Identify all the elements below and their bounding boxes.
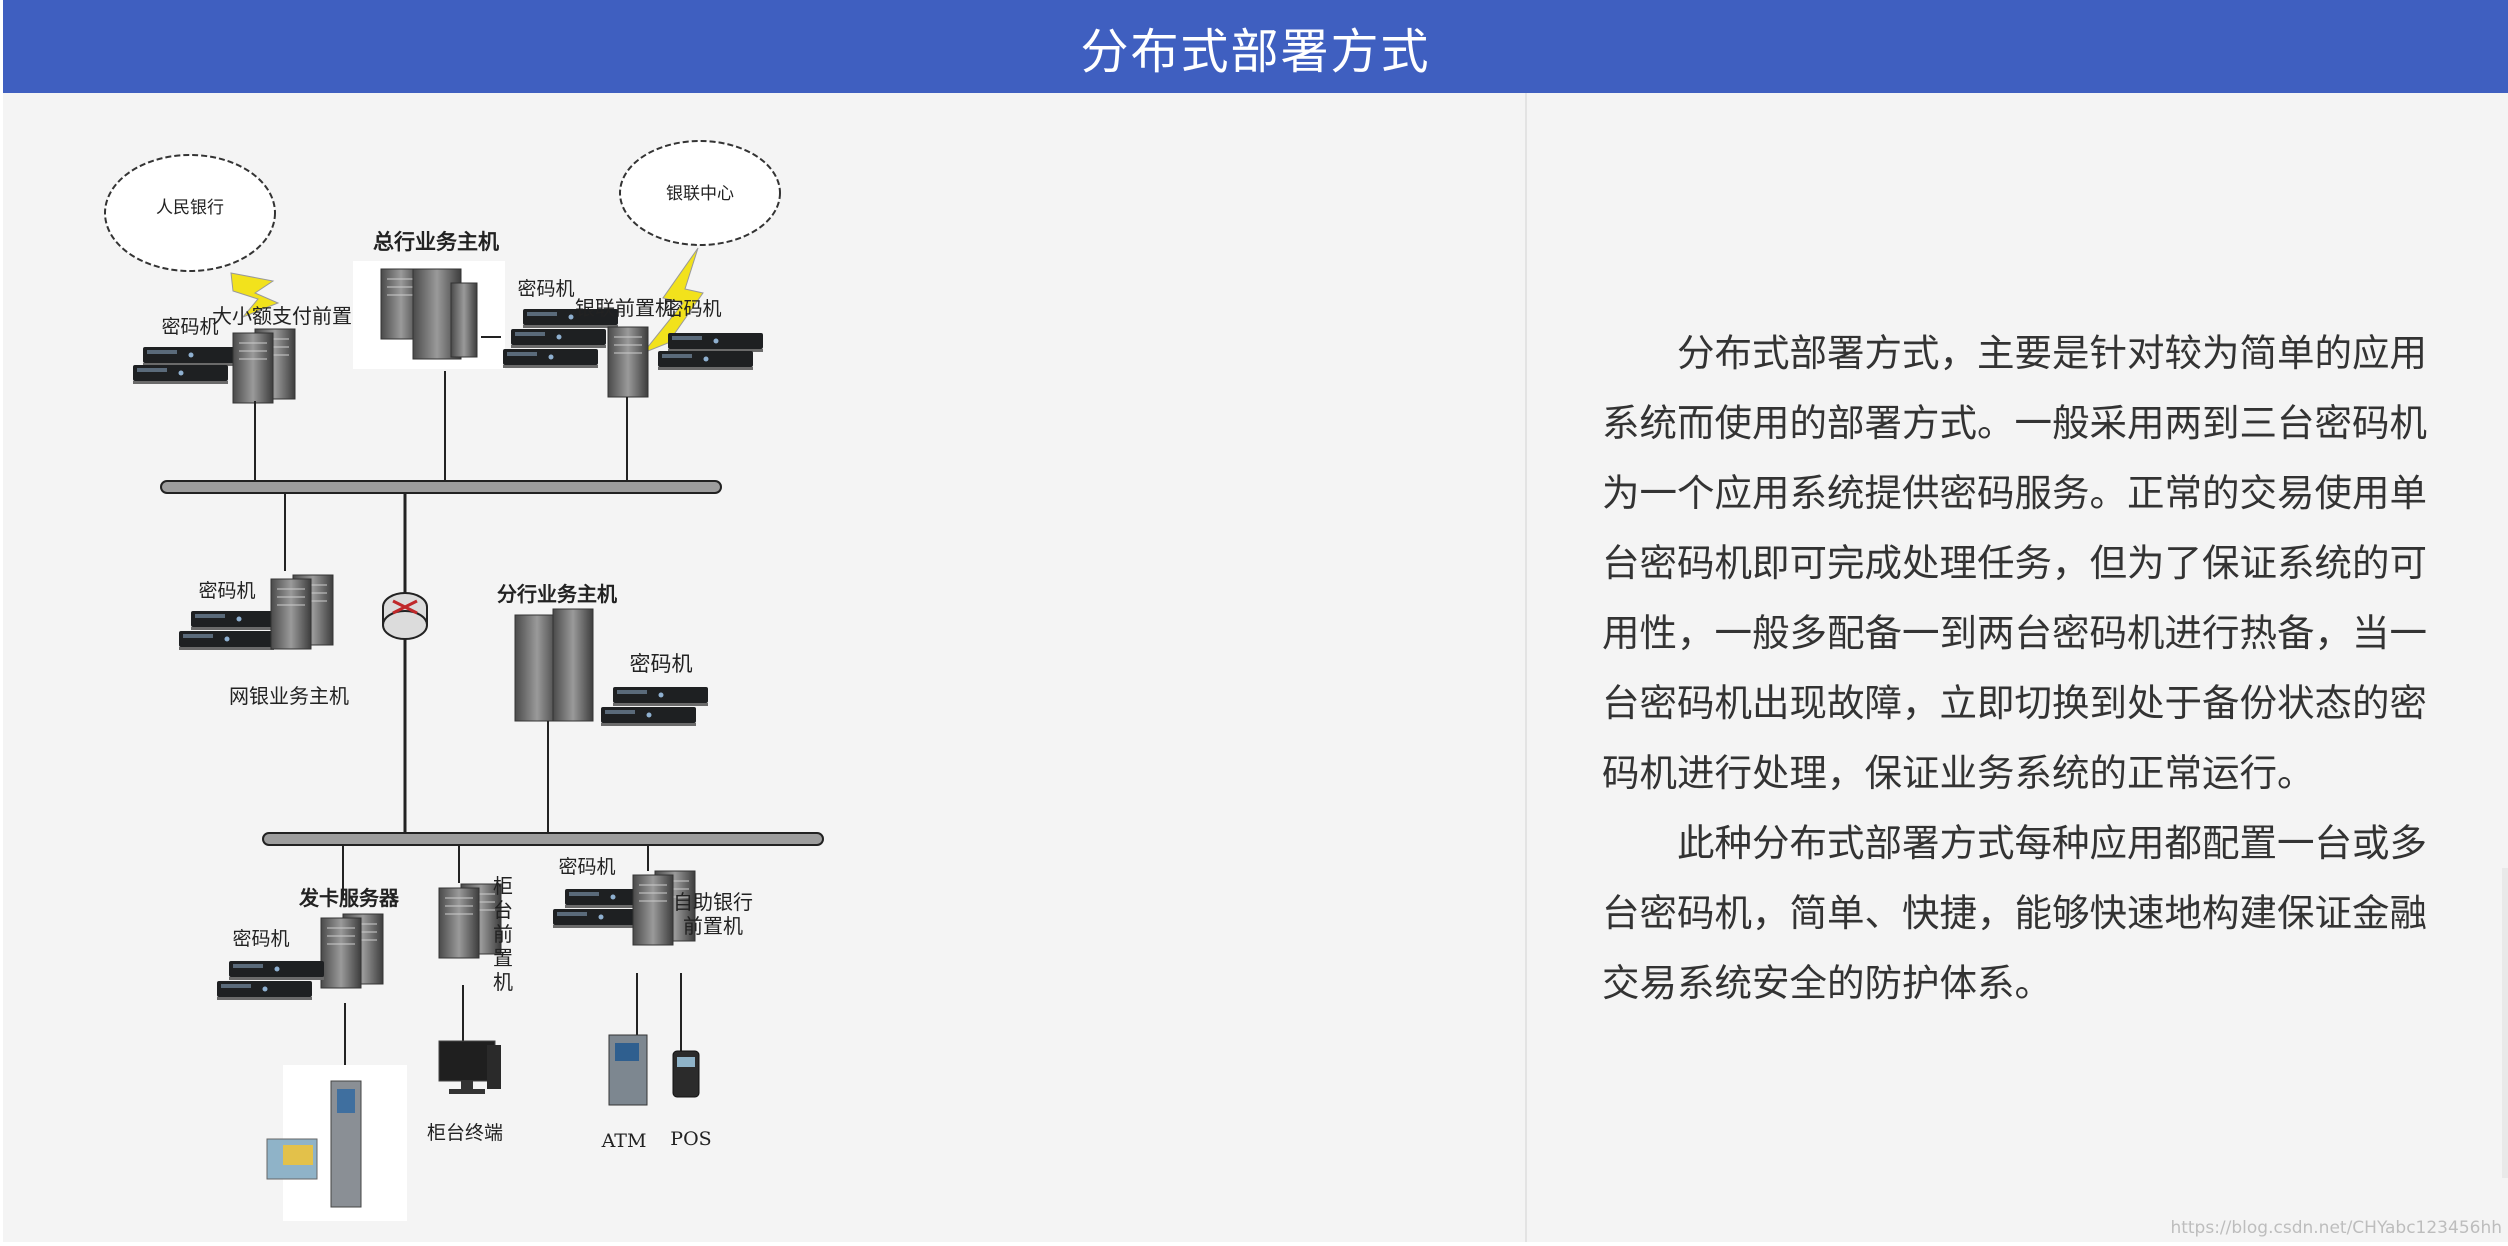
diagram-panel: 人民银行 银联中心 总行业务主机 密码机 大小额支付前置 密码机 银联前置机 密… (3, 93, 1527, 1242)
pos-icon (672, 1050, 700, 1098)
hsm-label: 密码机 (232, 928, 289, 950)
self-service-front-label: 自助银行前置机 (673, 890, 753, 938)
monitor-icon (438, 1040, 501, 1094)
hq-host-server (353, 261, 505, 369)
hsm-label: 密码机 (664, 298, 721, 320)
pos-label: POS (670, 1128, 711, 1150)
hsm-device (601, 687, 708, 726)
hsm-label: 密码机 (198, 580, 255, 602)
cloud-unionpay-label: 银联中心 (666, 184, 734, 204)
header-bar: 分布式部署方式 (3, 0, 2508, 93)
counter-front-label: 柜台前置机 (493, 874, 513, 994)
network-bus-top (160, 480, 722, 494)
hq-host-label: 总行业务主机 (373, 229, 499, 254)
kiosk-image (266, 1065, 407, 1221)
network-bus-bottom (262, 832, 824, 846)
cloud-pboc-label: 人民银行 (156, 198, 224, 218)
counter-front-server (439, 884, 501, 958)
hsm-device (179, 611, 286, 650)
description-text: 分布式部署方式，主要是针对较为简单的应用系统而使用的部署方式。一般采用两到三台密… (1602, 318, 2462, 1018)
counter-terminal-label: 柜台终端 (427, 1122, 503, 1144)
hsm-label: 密码机 (517, 278, 574, 300)
atm-icon (608, 1034, 648, 1106)
page-title: 分布式部署方式 (1080, 23, 1431, 80)
deployment-diagram: 人民银行 银联中心 总行业务主机 密码机 大小额支付前置 密码机 银联前置机 密… (104, 140, 824, 1221)
hsm-device (217, 961, 324, 1000)
scroll-edge (2502, 868, 2508, 1178)
paragraph: 此种分布式部署方式每种应用都配置一台或多台密码机，简单、快捷，能够快速地构建保证… (1602, 821, 2427, 1005)
pay-front-server (233, 329, 295, 403)
netbank-host-label: 网银业务主机 (229, 684, 349, 708)
router-icon (382, 592, 428, 640)
hsm-label: 密码机 (630, 652, 693, 676)
paragraph: 分布式部署方式，主要是针对较为简单的应用系统而使用的部署方式。一般采用两到三台密… (1602, 331, 2427, 795)
cloud-unionpay: 银联中心 (619, 140, 781, 246)
lightning-icon (230, 272, 280, 318)
card-server (321, 914, 383, 988)
atm-label: ATM (601, 1130, 647, 1152)
card-server-label: 发卡服务器 (298, 886, 400, 910)
branch-host-server (514, 608, 594, 722)
pay-front-label: 大小额支付前置 (212, 304, 352, 328)
hsm-device (658, 333, 763, 370)
cloud-pboc: 人民银行 (104, 154, 276, 272)
branch-host-label: 分行业务主机 (497, 582, 617, 606)
description-panel: 分布式部署方式，主要是针对较为简单的应用系统而使用的部署方式。一般采用两到三台密… (1527, 93, 2508, 1242)
hsm-label: 密码机 (558, 856, 615, 878)
hsm-label: 密码机 (161, 316, 218, 338)
watermark: https://blog.csdn.net/CHYabc123456hh (2170, 1218, 2502, 1238)
hsm-device (133, 347, 238, 384)
unionpay-front-server (607, 326, 649, 398)
unionpay-front-label: 银联前置机 (575, 296, 675, 320)
netbank-host-server (271, 575, 333, 649)
lightning-icon (641, 247, 704, 355)
